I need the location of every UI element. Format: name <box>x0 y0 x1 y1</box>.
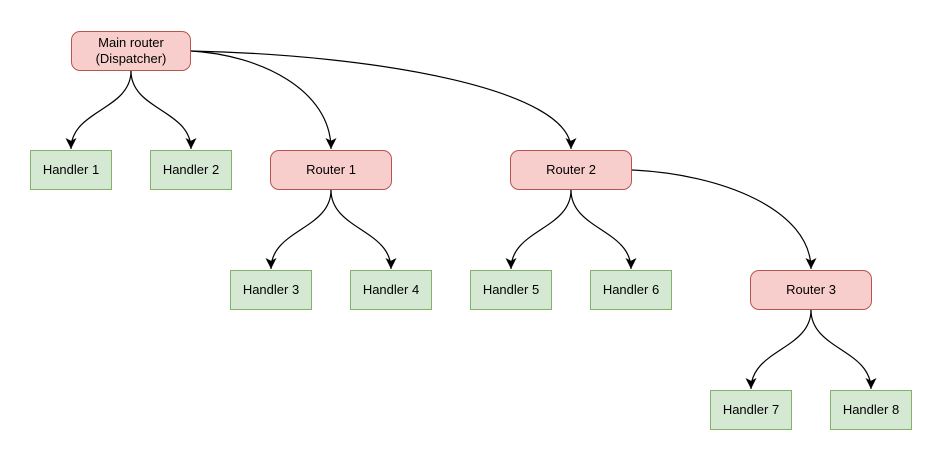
edge-router-3-to-handler-7 <box>745 309 812 390</box>
node-handler-7[interactable]: Handler 7 <box>710 390 792 430</box>
edge-router-2-to-handler-6 <box>570 189 637 270</box>
node-main-router[interactable]: Main router (Dispatcher) <box>71 31 191 71</box>
edge-main-router-to-handler-2 <box>130 70 197 150</box>
node-router-3[interactable]: Router 3 <box>750 270 872 310</box>
node-handler-6[interactable]: Handler 6 <box>590 270 672 310</box>
node-handler-1[interactable]: Handler 1 <box>30 150 112 190</box>
node-handler-2[interactable]: Handler 2 <box>150 150 232 190</box>
edge-router-2-to-router-3 <box>631 169 817 270</box>
edge-router-2-to-handler-5 <box>505 189 572 270</box>
node-router-1[interactable]: Router 1 <box>270 150 392 190</box>
node-router-2[interactable]: Router 2 <box>510 150 632 190</box>
node-handler-5[interactable]: Handler 5 <box>470 270 552 310</box>
node-handler-8[interactable]: Handler 8 <box>830 390 912 430</box>
node-handler-3[interactable]: Handler 3 <box>230 270 312 310</box>
edge-router-1-to-handler-3 <box>265 189 332 270</box>
edge-main-router-to-handler-1 <box>65 70 132 150</box>
edge-main-router-to-router-2 <box>190 50 577 150</box>
edge-main-router-to-router-1 <box>190 50 337 150</box>
node-handler-4[interactable]: Handler 4 <box>350 270 432 310</box>
edge-router-1-to-handler-4 <box>330 189 397 270</box>
edge-router-3-to-handler-8 <box>810 309 877 390</box>
